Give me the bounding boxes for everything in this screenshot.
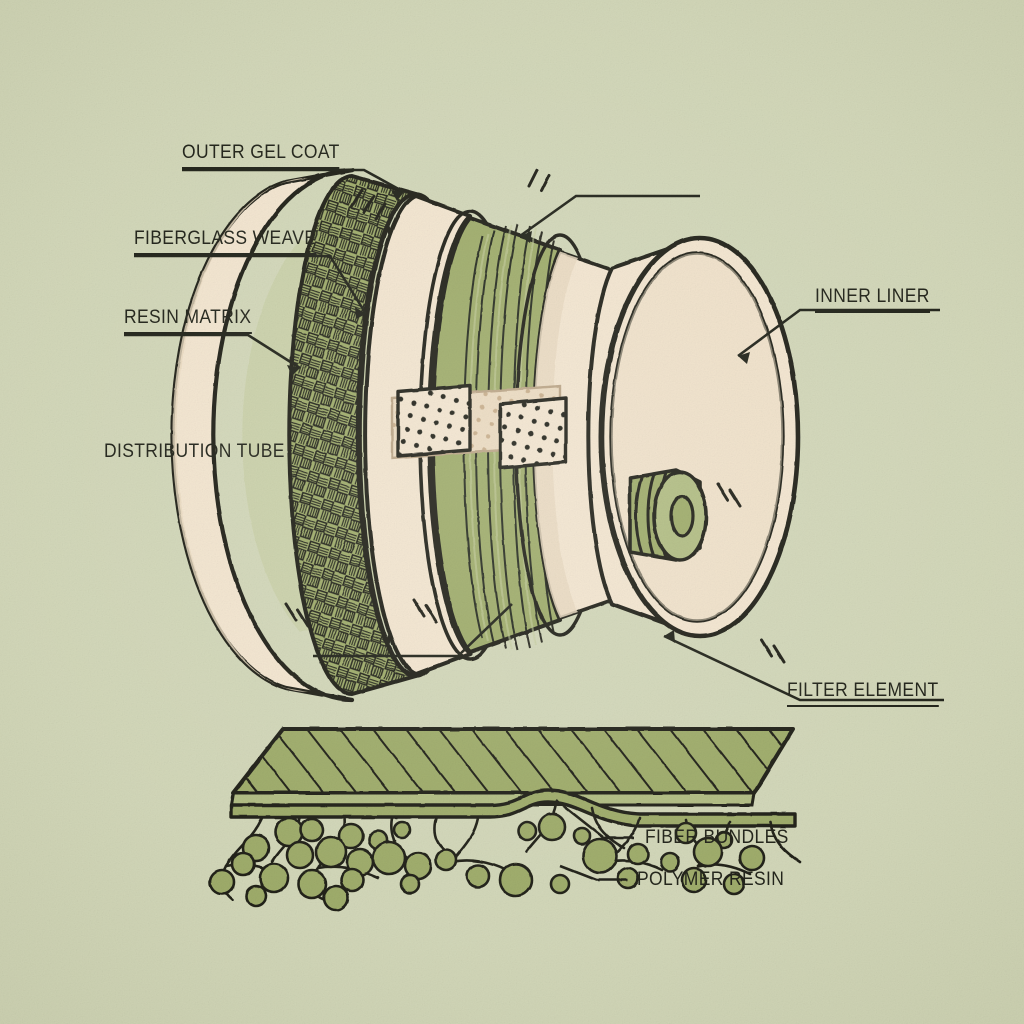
label-resin-matrix: RESIN MATRIX bbox=[124, 308, 252, 334]
label-fiberglass-weave: FIBERGLASS WEAVE bbox=[134, 229, 317, 255]
label-filter-element: FILTER ELEMENT bbox=[787, 681, 939, 707]
label-polymer-resin: POLYMER RESIN bbox=[637, 869, 785, 890]
label-distribution-tube: DISTRIBUTION TUBE bbox=[104, 441, 285, 462]
label-outer-gel-coat: OUTER GEL COAT bbox=[182, 143, 340, 169]
label-inner-liner: INNER LINER bbox=[815, 287, 930, 313]
label-fiber-bundles: FIBER BUNDLES bbox=[645, 827, 789, 848]
